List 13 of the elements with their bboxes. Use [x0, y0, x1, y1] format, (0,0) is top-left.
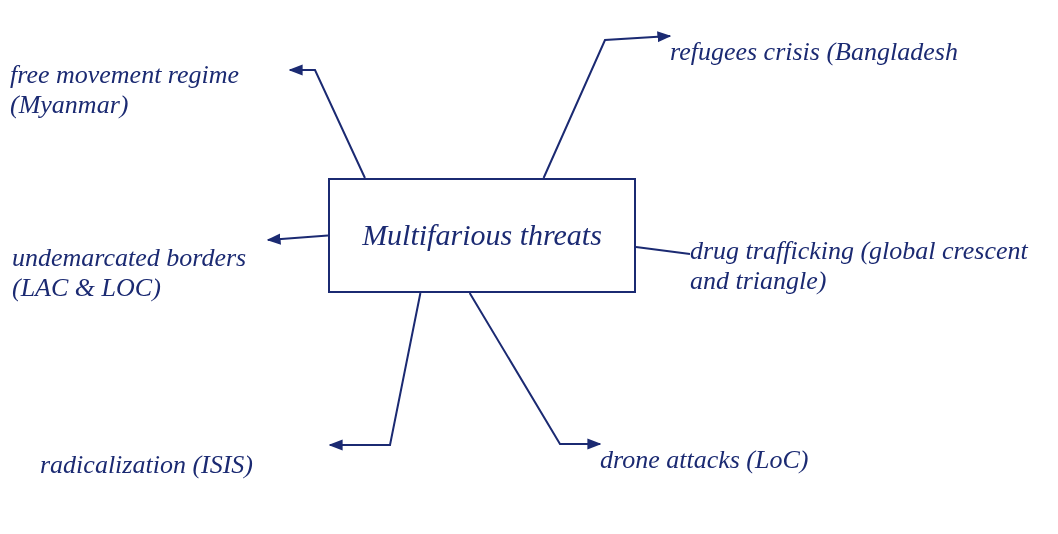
arrow — [468, 292, 602, 450]
threat-label: drug trafficking (global crescent and triangle) — [690, 235, 1029, 296]
threat-label: radicalization (ISIS) — [40, 450, 254, 480]
arrow — [542, 31, 672, 179]
threat-label: drone attacks (LoC) — [600, 445, 809, 475]
arrow — [328, 292, 422, 451]
threat-label: free movement regime (Myanmar) — [10, 60, 241, 120]
threat-label: undemarcated borders (LAC & LOC) — [12, 243, 248, 303]
arrow — [288, 64, 366, 179]
arrow — [266, 233, 329, 245]
topic-box — [328, 178, 636, 293]
threat-label: refugees crisis (Bangladesh — [670, 37, 958, 67]
topic-title: Multifarious threats — [362, 218, 602, 253]
